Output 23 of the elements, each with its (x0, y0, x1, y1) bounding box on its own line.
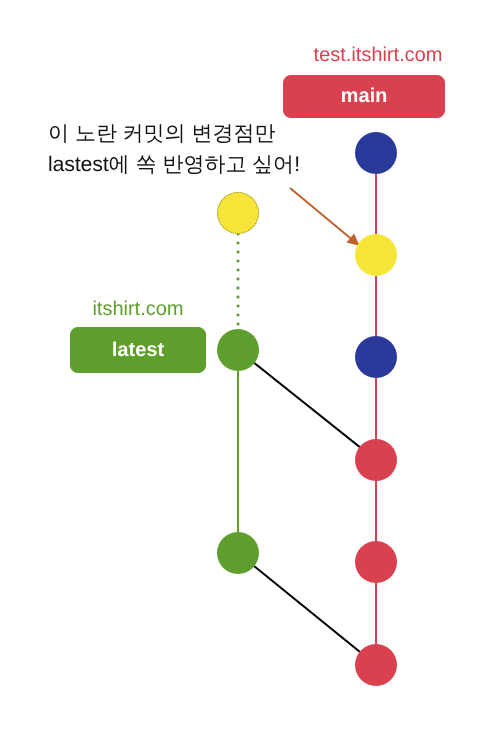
url-text: test.itshirt.com (312, 44, 444, 67)
commit-circle (355, 644, 397, 686)
commit-circle (355, 132, 397, 174)
commit-circle (355, 234, 397, 276)
commit-circle (355, 541, 397, 583)
commit-circle (355, 439, 397, 481)
commit-circle (355, 336, 397, 378)
arrow (289, 187, 360, 246)
commit-link (375, 583, 377, 644)
commit-link (375, 276, 377, 336)
commit-link (375, 378, 377, 439)
commit-link (375, 174, 377, 234)
branch-label: main (283, 75, 445, 118)
url-text: itshirt.com (91, 298, 185, 321)
commit-circle (217, 532, 259, 574)
commit-link (375, 481, 377, 541)
callout-text: 이 노란 커밋의 변경점만 lastest에 쏙 반영하고 싶어! (48, 118, 348, 180)
commit-circle (217, 329, 259, 371)
commit-link (254, 362, 360, 448)
commit-circle (217, 192, 259, 234)
commit-link (237, 371, 239, 532)
commit-link (254, 565, 360, 653)
branch-label: latest (70, 327, 206, 373)
